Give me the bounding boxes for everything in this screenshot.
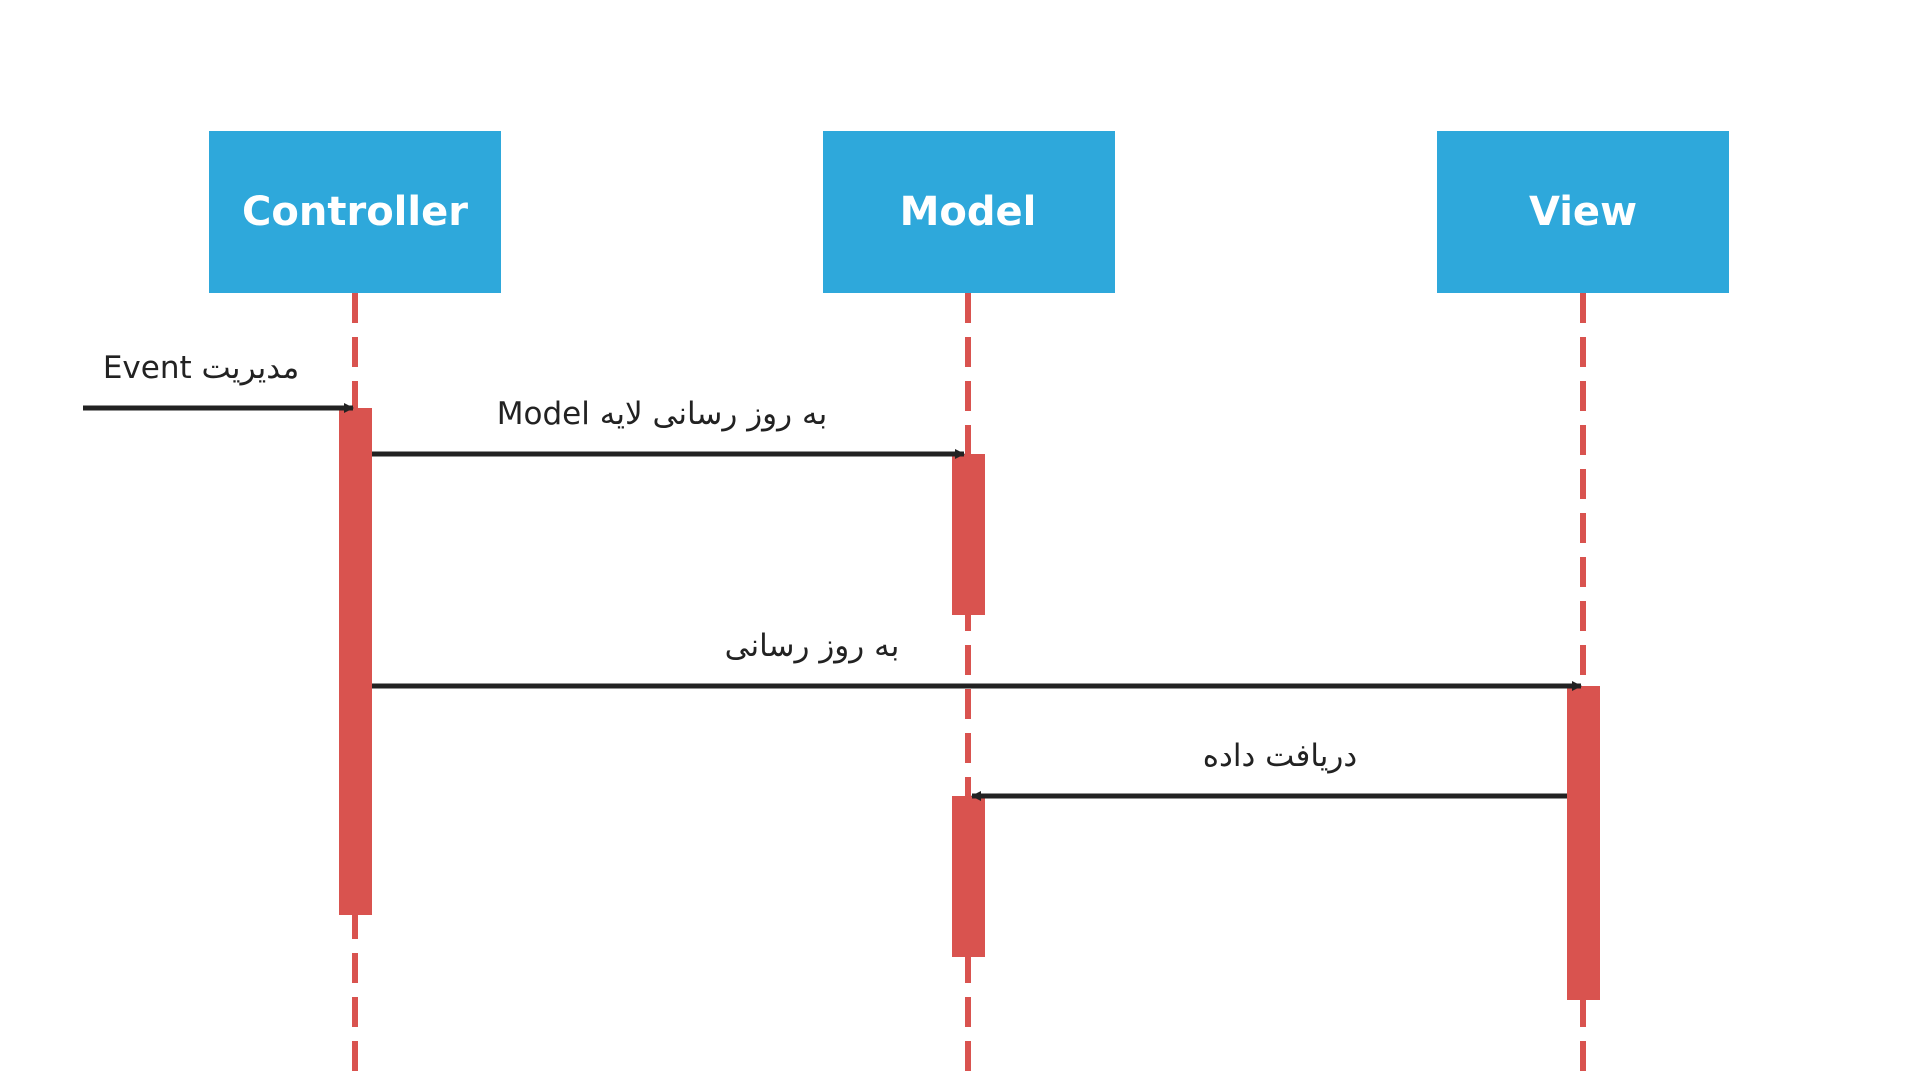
participant-model-label: Model <box>900 189 1037 235</box>
participant-controller-label: Controller <box>242 189 468 235</box>
participant-model: Model <box>823 131 1115 293</box>
message-label-2: به روز رسانی لایه Model <box>497 396 827 432</box>
message-label-1: مدیریت Event <box>103 350 299 386</box>
participant-view-label: View <box>1529 189 1637 235</box>
message-label-3: به روز رسانی <box>725 628 900 664</box>
participant-controller: Controller <box>209 131 501 293</box>
model-activation-1 <box>952 454 985 615</box>
view-activation <box>1567 686 1600 1000</box>
participant-view: View <box>1437 131 1729 293</box>
message-label-4: دریافت داده <box>1203 738 1357 774</box>
model-activation-2 <box>952 796 985 957</box>
controller-activation <box>339 408 372 915</box>
